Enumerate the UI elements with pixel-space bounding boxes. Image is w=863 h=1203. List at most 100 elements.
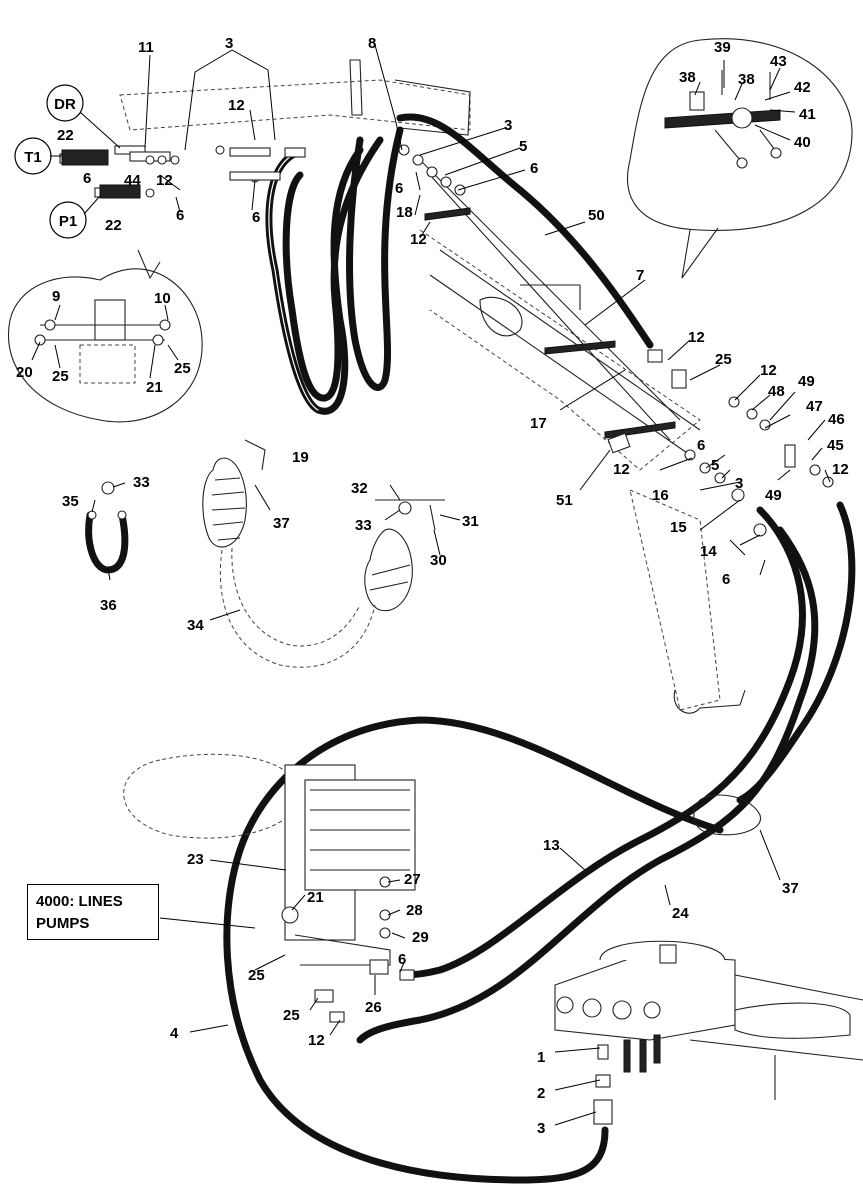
callout: 51 (556, 492, 573, 509)
callout: 7 (636, 267, 644, 284)
note-lines-pumps: 4000: LINES PUMPS (27, 884, 159, 940)
inset-left (8, 249, 203, 423)
loose-parts (85, 439, 445, 668)
hose-clamp-37 (693, 794, 761, 836)
callout: 48 (768, 383, 785, 400)
callout: 3 (504, 117, 512, 134)
callout: 33 (355, 517, 372, 534)
callout: 6 (530, 160, 538, 177)
crane-boom-outline (119, 59, 746, 714)
callout: 4 (170, 1025, 179, 1042)
callout: 12 (228, 97, 245, 114)
callout: 25 (715, 351, 732, 368)
callout: 50 (588, 207, 605, 224)
callout: 25 (283, 1007, 300, 1024)
callout: 12 (832, 461, 849, 478)
pump-unit (554, 940, 863, 1125)
callout: 36 (100, 597, 117, 614)
callout: 12 (760, 362, 777, 379)
hose-4 (223, 716, 724, 1184)
callout: 11 (138, 39, 154, 56)
callout: 23 (187, 851, 204, 868)
callout: 25 (174, 360, 191, 377)
callout: 46 (828, 411, 845, 428)
callout: 6 (252, 209, 260, 226)
callout: 12 (308, 1032, 325, 1049)
callout: 5 (711, 457, 719, 474)
callout: 45 (827, 437, 844, 454)
callout: 22 (105, 217, 122, 234)
hose-19 (265, 126, 404, 415)
callout: 34 (187, 617, 204, 634)
svg-text:P1: P1 (59, 213, 77, 230)
callout: 30 (430, 552, 447, 569)
callout: 27 (404, 871, 421, 888)
callout: 6 (395, 180, 403, 197)
callout: 13 (543, 837, 560, 854)
callout: 41 (799, 106, 816, 123)
callout: 47 (806, 398, 823, 415)
callout: 17 (530, 415, 547, 432)
callout: 9 (52, 288, 60, 305)
callout: 12 (410, 231, 427, 248)
callout: 12 (688, 329, 705, 346)
callout: 2 (537, 1085, 545, 1102)
callout: 37 (273, 515, 290, 532)
svg-text:T1: T1 (24, 149, 42, 166)
callout: 44 (124, 172, 141, 189)
callout: 8 (368, 35, 376, 52)
leader-lines (31, 44, 831, 1126)
callout: 19 (292, 449, 309, 466)
callout: 32 (351, 480, 368, 497)
callout: 43 (770, 53, 787, 70)
callout: 49 (765, 487, 782, 504)
callout: 6 (398, 951, 406, 968)
callout: 35 (62, 493, 79, 510)
callout: 6 (176, 207, 184, 224)
callout: 39 (714, 39, 731, 56)
callout: 31 (462, 513, 479, 530)
callout: 38 (738, 71, 755, 88)
callout: 14 (700, 543, 717, 560)
callout: 15 (670, 519, 687, 536)
port-label-dr: DR (46, 84, 84, 122)
callout: 49 (798, 373, 815, 390)
callout: 6 (722, 571, 730, 588)
callout: 28 (406, 902, 423, 919)
callout: 33 (133, 474, 150, 491)
fitting-strips (59, 144, 834, 1023)
callout: 6 (83, 170, 91, 187)
callout: 38 (679, 69, 696, 86)
callout: 26 (365, 999, 382, 1016)
callout: 21 (146, 379, 163, 396)
valve-bank (281, 764, 416, 966)
callout: 42 (794, 79, 811, 96)
callout: 24 (672, 905, 689, 922)
callout: 1 (537, 1049, 545, 1066)
hose-13-24 (356, 501, 856, 1044)
callout: 25 (52, 368, 69, 385)
inset-right (626, 38, 853, 279)
svg-text:DR: DR (54, 96, 76, 113)
callout: 3 (225, 35, 233, 52)
callout: 10 (154, 290, 171, 307)
callout-labels: 11 3 8 12 22 6 44 12 22 6 6 3 5 6 6 18 1… (16, 35, 849, 1137)
callout: 29 (412, 929, 429, 946)
port-label-p1: P1 (49, 201, 87, 239)
callout: 37 (782, 880, 799, 897)
callout: 12 (156, 172, 173, 189)
callout: 12 (613, 461, 630, 478)
callout: 16 (652, 487, 669, 504)
callout: 6 (697, 437, 705, 454)
callout: 20 (16, 364, 33, 381)
callout: 3 (735, 475, 743, 492)
callout: 21 (307, 889, 324, 906)
callout: 5 (519, 138, 527, 155)
callout: 40 (794, 134, 811, 151)
hose-50 (396, 113, 681, 441)
callout: 3 (537, 1120, 545, 1137)
callout: 25 (248, 967, 265, 984)
callout: 22 (57, 127, 74, 144)
